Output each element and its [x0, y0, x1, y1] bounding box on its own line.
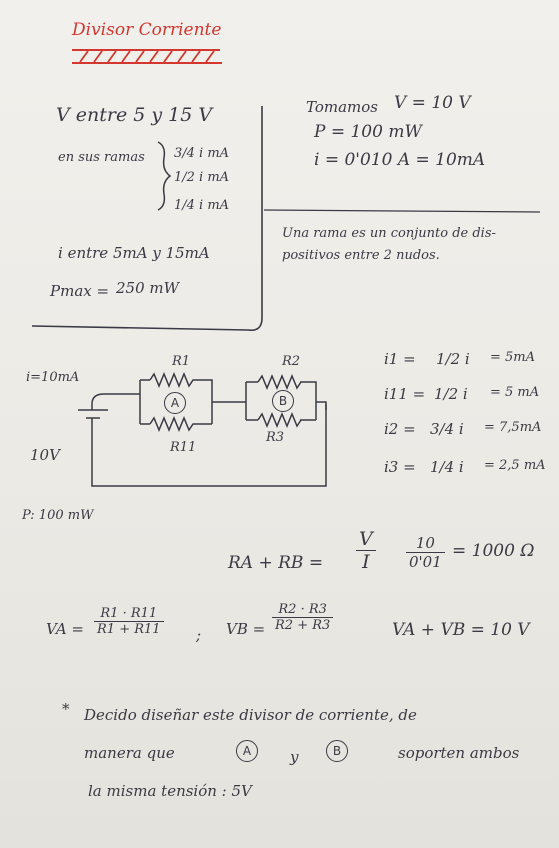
current-i1-mid: 1/2 i [436, 350, 470, 368]
node-a-circle: A [164, 392, 186, 414]
va-num: R1 · R11 [94, 606, 164, 622]
current-i11-mid: 1/2 i [434, 385, 468, 403]
chosen-current: i = 0'010 A = 10mA [314, 150, 486, 170]
pmax-value: 250 mW [116, 279, 180, 297]
va-lhs: VA = [46, 620, 84, 638]
v-over-i-num: V [356, 528, 376, 551]
ten-fraction: 10 0'01 [406, 534, 445, 571]
chosen-power: P = 100 mW [314, 122, 422, 142]
resistor-r3-label: R3 [266, 430, 285, 445]
current-i2-lhs: i2 = [384, 420, 416, 438]
note-node-b-circle: B [326, 740, 348, 762]
current-range: i entre 5mA y 15mA [58, 244, 210, 262]
rama-definition-line2: positivos entre 2 nudos. [282, 248, 440, 263]
title-underline [72, 49, 222, 64]
resistor-r2-label: R2 [282, 354, 301, 369]
note-line2-start: manera que [84, 744, 175, 762]
ten-num: 10 [406, 534, 445, 553]
note-line2-end: soporten ambos [398, 744, 520, 762]
rab-lhs: RA + RB = [228, 553, 324, 573]
current-i11-lhs: i11 = [384, 385, 426, 403]
current-i1-rhs: = 5mA [490, 350, 536, 365]
rama-definition-line1: Una rama es un conjunto de dis- [282, 226, 496, 241]
vb-den: R2 + R3 [275, 618, 331, 633]
circuit-voltage-label: 10V [30, 446, 60, 464]
left-box-border [31, 106, 263, 332]
vb-num: R2 · R3 [272, 602, 334, 618]
vb-lhs: VB = [226, 620, 266, 638]
curly-brace [157, 141, 172, 211]
note-node-a-circle: A [236, 740, 258, 762]
ten-den: 0'01 [409, 553, 442, 571]
va-den: R1 + R11 [97, 622, 161, 637]
current-i2-mid: 3/4 i [430, 420, 464, 438]
current-i1-lhs: i1 = [384, 350, 416, 368]
resistor-r11-label: R11 [170, 440, 197, 455]
page-title: Divisor Corriente [72, 20, 222, 40]
rab-result: = 1000 Ω [452, 541, 535, 561]
note-bullet: * [62, 700, 70, 718]
rama-current-1: 3/4 i mA [174, 146, 230, 161]
title-hatching [79, 50, 215, 63]
circuit-current-label: i=10mA [26, 370, 80, 385]
right-divider [263, 209, 541, 213]
circuit-diagram [78, 372, 327, 487]
current-i3-lhs: i3 = [384, 458, 416, 476]
current-i2-rhs: = 7,5mA [484, 420, 542, 435]
resistor-r1-label: R1 [172, 354, 191, 369]
chosen-voltage: V = 10 V [394, 93, 471, 113]
vb-fraction: R2 · R3 R2 + R3 [272, 602, 334, 633]
tomamos-label: Tomamos [306, 98, 378, 116]
current-i3-mid: 1/4 i [430, 458, 464, 476]
v-over-i-den: I [362, 551, 370, 573]
current-i11-rhs: = 5 mA [490, 385, 540, 400]
pmax-label: Pmax = [50, 282, 110, 300]
va-fraction: R1 · R11 R1 + R11 [94, 606, 164, 637]
va-plus-vb: VA + VB = 10 V [392, 620, 530, 640]
node-b-circle: B [272, 390, 294, 412]
ramas-label: en sus ramas [58, 150, 145, 165]
note-line3: la misma tensión : 5V [88, 782, 252, 800]
equation-separator: ; [196, 626, 202, 644]
v-over-i-fraction: V I [356, 528, 376, 573]
current-i3-rhs: = 2,5 mA [484, 458, 546, 473]
note-line1: Decido diseñar este divisor de corriente… [84, 706, 417, 724]
note-line2-and: y [290, 748, 299, 766]
rama-current-2: 1/2 i mA [174, 170, 230, 185]
rama-current-3: 1/4 i mA [174, 198, 230, 213]
circuit-power-label: P: 100 mW [22, 508, 94, 523]
voltage-range: V entre 5 y 15 V [56, 104, 213, 126]
